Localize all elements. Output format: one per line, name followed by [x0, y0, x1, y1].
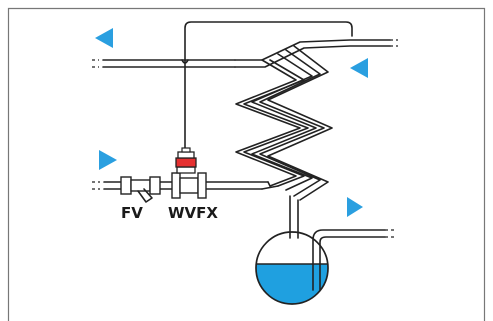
strainer-fv-icon: [120, 176, 161, 203]
flow-arrow-right-icon: [350, 58, 368, 78]
valve-wvfx-icon: [171, 147, 207, 199]
valve-label: WVFX: [168, 204, 218, 222]
water-line-top: [92, 59, 236, 68]
receiver-vessel: [255, 231, 329, 305]
condenser-coil: [234, 39, 398, 201]
outlet-line: [312, 229, 394, 291]
flow-arrow-inlet-icon: [99, 150, 117, 170]
water-line-inlet: [92, 181, 279, 190]
frame-border: [7, 7, 486, 321]
strainer-label: FV: [121, 204, 143, 222]
flow-arrow-outlet-icon: [347, 197, 363, 217]
flow-arrow-top-left-icon: [95, 28, 113, 48]
sensing-line: [181, 21, 353, 151]
